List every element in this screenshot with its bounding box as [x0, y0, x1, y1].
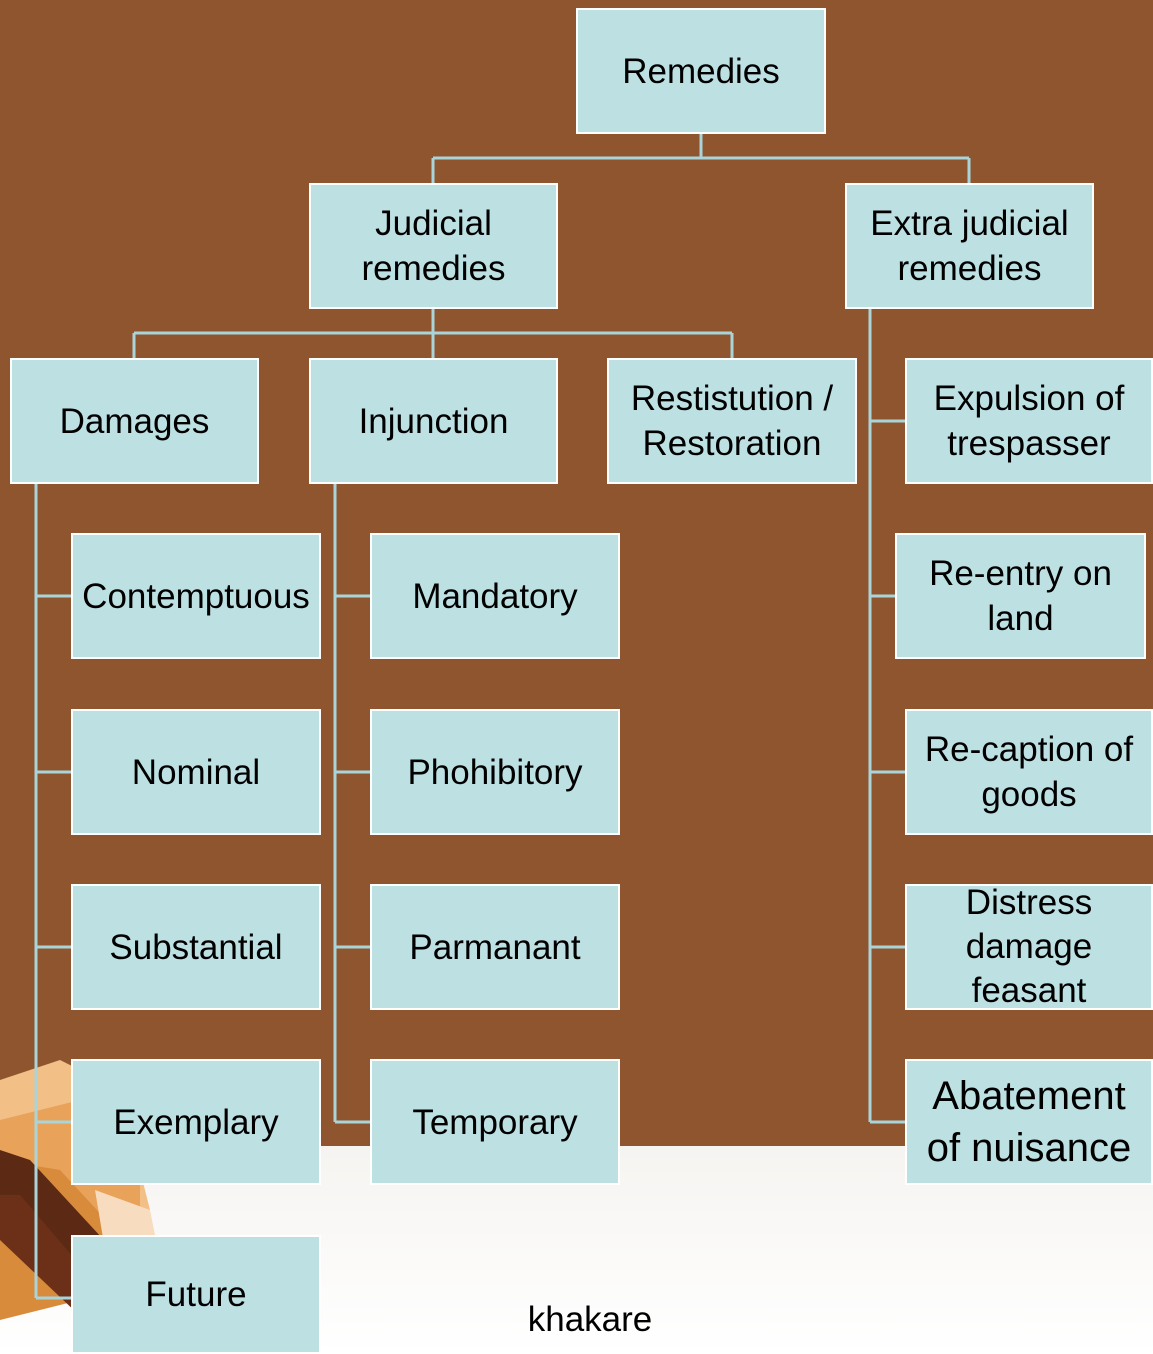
node-exemplary: Exemplary [71, 1059, 321, 1185]
node-abatement-of-nuisance: Abatement of nuisance [905, 1059, 1153, 1185]
node-nominal: Nominal [71, 709, 321, 835]
node-damages: Damages [10, 358, 259, 484]
node-contemptuous: Contemptuous [71, 533, 321, 659]
node-substantial: Substantial [71, 884, 321, 1010]
node-injunction: Injunction [309, 358, 558, 484]
node-mandatory: Mandatory [370, 533, 620, 659]
node-extra-judicial-remedies: Extra judicial remedies [845, 183, 1094, 309]
node-distress-damage-feasant: Distress damage feasant [905, 883, 1153, 1010]
node-judicial-remedies: Judicial remedies [309, 183, 558, 309]
node-future: Future [71, 1235, 321, 1354]
node-remedies: Remedies [576, 8, 826, 134]
node-restitution: Restistution / Restoration [607, 358, 857, 484]
node-prohibitory: Phohibitory [370, 709, 620, 835]
node-re-caption-of-goods: Re-caption of goods [905, 709, 1153, 835]
node-re-entry-on-land: Re-entry on land [895, 533, 1146, 659]
node-permanent: Parmanant [370, 884, 620, 1010]
node-temporary: Temporary [370, 1059, 620, 1185]
footer-author-text: khakare [527, 1300, 653, 1339]
node-expulsion-of-trespasser: Expulsion of trespasser [905, 358, 1153, 484]
